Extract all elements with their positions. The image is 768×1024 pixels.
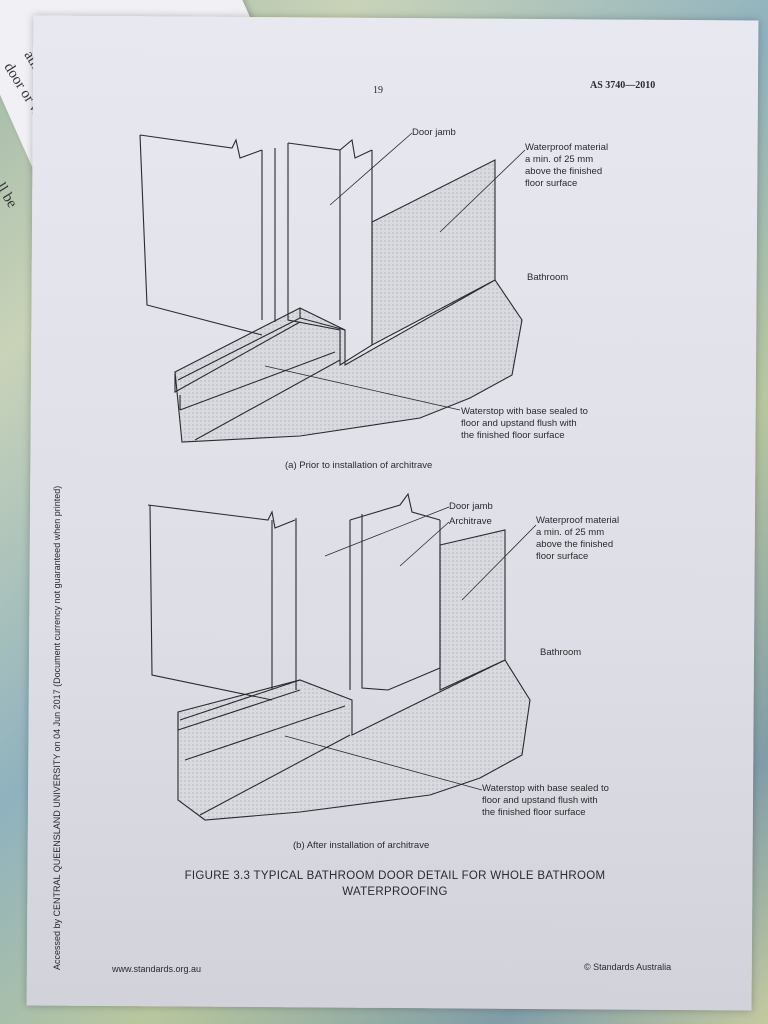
label-line: above the finished: [536, 539, 614, 550]
label-door-jamb-a: Door jamb: [412, 127, 456, 138]
caption-b: (b) After installation of architrave: [293, 840, 430, 851]
label-bathroom-a: Bathroom: [527, 272, 569, 283]
access-notice: Accessed by CENTRAL QUEENSLAND UNIVERSIT…: [52, 485, 62, 970]
label-waterproof-a: Waterproof material a min. of 25 mm abov…: [525, 142, 608, 190]
drawing-b: [147, 492, 537, 821]
label-door-jamb-b: Door jamb: [449, 501, 493, 512]
label-line: floor and upstand flush with: [461, 418, 577, 429]
label-line: a min. of 25 mm: [525, 154, 594, 165]
label-line: Waterstop with base sealed to: [482, 783, 609, 794]
figure-title-line-2: WATERPROOFING: [342, 886, 448, 898]
footer-copyright: © Standards Australia: [584, 962, 672, 972]
label-architrave-b: Architrave: [449, 516, 492, 527]
label-line: floor surface: [536, 551, 589, 562]
label-line: above the finished: [525, 166, 603, 177]
label-waterstop-b: Waterstop with base sealed to floor and …: [482, 783, 609, 819]
label-line: Waterproof material: [525, 142, 609, 153]
label-line: the finished floor surface: [461, 430, 565, 441]
standard-id: AS 3740—2010: [590, 80, 656, 91]
label-line: Waterstop with base sealed to: [461, 406, 588, 417]
drawing-a: [139, 132, 526, 443]
label-line: a min. of 25 mm: [536, 527, 605, 538]
label-line: the finished floor surface: [482, 807, 586, 818]
caption-a: (a) Prior to installation of architrave: [285, 460, 433, 471]
label-line: floor and upstand flush with: [482, 795, 598, 806]
label-waterstop-a: Waterstop with base sealed to floor and …: [461, 406, 588, 442]
figure-title: FIGURE 3.3 TYPICAL BATHROOM DOOR DETAIL …: [184, 870, 606, 882]
label-waterproof-b: Waterproof material a min. of 25 mm abov…: [536, 515, 619, 563]
label-bathroom-b: Bathroom: [540, 647, 582, 658]
label-line: Waterproof material: [536, 515, 620, 526]
page-number: 19: [373, 85, 383, 96]
label-line: floor surface: [525, 178, 578, 189]
footer-website: www.standards.org.au: [112, 964, 202, 974]
